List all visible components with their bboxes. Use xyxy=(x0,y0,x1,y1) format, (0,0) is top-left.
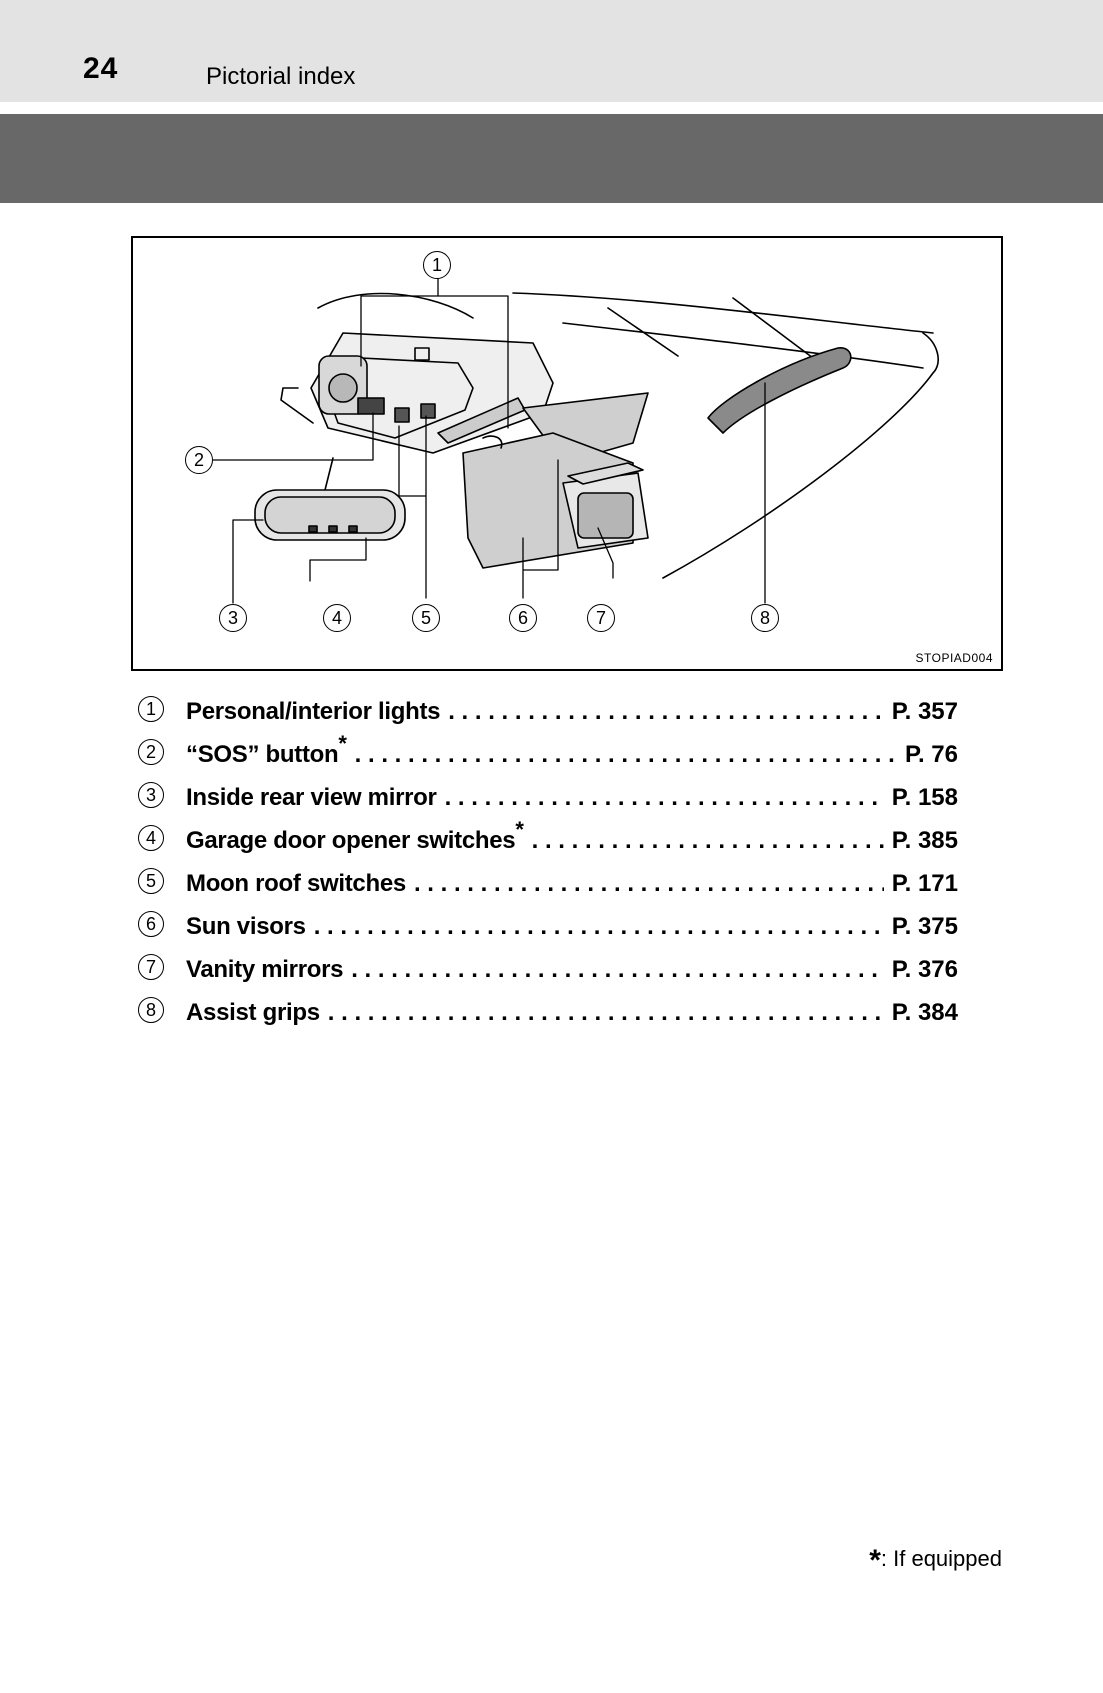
dot-leader xyxy=(351,956,884,984)
callout-8: 8 xyxy=(751,604,779,632)
page-number: 24 xyxy=(83,52,119,85)
item-number: 4 xyxy=(138,824,164,851)
item-number: 8 xyxy=(138,996,164,1023)
item-label: Garage door opener switches* xyxy=(186,818,524,855)
garage-switch-shape xyxy=(328,525,338,533)
item-label: “SOS” button* xyxy=(186,732,347,769)
item-number: 7 xyxy=(138,953,164,980)
item-label-text: “SOS” button xyxy=(186,740,339,768)
light-lens xyxy=(328,373,358,403)
garage-switch-shape xyxy=(348,525,358,533)
item-label: Moon roof switches xyxy=(186,870,406,898)
callout-6: 6 xyxy=(509,604,537,632)
page-reference-link[interactable]: P. 385 xyxy=(891,826,958,854)
dot-leader xyxy=(445,784,884,812)
item-label-text: Inside rear view mirror xyxy=(186,783,437,811)
page-reference-link[interactable]: P. 375 xyxy=(891,912,958,940)
mirror-glass xyxy=(264,496,396,534)
item-number: 6 xyxy=(138,910,164,937)
console-icon xyxy=(414,347,430,361)
callout-3: 3 xyxy=(219,604,247,632)
item-label-text: Vanity mirrors xyxy=(186,955,344,983)
item-label-text: Personal/interior lights xyxy=(186,697,441,725)
footnote: *: If equipped xyxy=(869,1540,1002,1577)
callout-label: 1 xyxy=(431,254,442,275)
title-bar xyxy=(0,114,1103,203)
item-number: 1 xyxy=(138,695,164,722)
illustration-drawing xyxy=(212,275,939,604)
list-item: 4 Garage door opener switches* P. 385 xyxy=(138,818,958,862)
page-reference-link[interactable]: P. 171 xyxy=(891,869,958,897)
callout-label: 7 xyxy=(595,607,606,628)
list-item: 2 “SOS” button* P. 76 xyxy=(138,732,958,776)
item-label: Assist grips xyxy=(186,999,320,1027)
visor-hinge xyxy=(482,435,503,449)
moon-roof-switch-shape xyxy=(420,403,436,419)
headliner-edge xyxy=(662,332,939,579)
callout-4: 4 xyxy=(323,604,351,632)
figure-code: STOPIAD004 xyxy=(915,651,993,665)
list-item: 8 Assist grips P. 384 xyxy=(138,991,958,1034)
list-item: 1 Personal/interior lights P. 357 xyxy=(138,690,958,733)
moon-roof-switch-shape xyxy=(394,407,410,423)
dot-leader xyxy=(314,913,884,941)
callout-1: 1 xyxy=(423,251,451,279)
overhead-console-illustration: 1 2 3 4 5 6 7 8 STOPIAD004 xyxy=(131,236,1003,671)
item-label: Personal/interior lights xyxy=(186,698,440,726)
leader-lines xyxy=(212,275,766,604)
sos-button-shape xyxy=(357,397,385,415)
item-label: Vanity mirrors xyxy=(186,955,344,984)
ceiling-line xyxy=(512,292,934,334)
callout-label: 2 xyxy=(193,449,204,470)
item-label-text: Moon roof switches xyxy=(186,869,406,897)
footnote-asterisk: * xyxy=(869,1544,881,1577)
item-label: Sun visors xyxy=(186,913,306,941)
callout-label: 5 xyxy=(420,607,431,628)
dot-leader xyxy=(328,999,884,1027)
dot-leader xyxy=(448,698,884,726)
footnote-text: : If equipped xyxy=(880,1546,1002,1571)
vanity-cover xyxy=(567,462,644,485)
console-bracket xyxy=(280,387,314,424)
ceiling-line xyxy=(732,297,814,359)
item-label-text: Assist grips xyxy=(186,998,320,1026)
dot-leader xyxy=(355,741,897,769)
callout-7: 7 xyxy=(587,604,615,632)
ceiling-line xyxy=(607,307,679,357)
header-band: 24 Pictorial index xyxy=(0,0,1103,102)
callout-5: 5 xyxy=(412,604,440,632)
page-reference-link[interactable]: P. 376 xyxy=(891,955,958,983)
list-item: 5 Moon roof switches P. 171 xyxy=(138,862,958,905)
ceiling-line xyxy=(317,292,474,319)
assist-grip xyxy=(707,347,852,434)
page-reference-link[interactable]: P. 384 xyxy=(891,998,958,1026)
item-number: 2 xyxy=(138,738,164,765)
item-label-text: Sun visors xyxy=(186,912,306,940)
list-item: 3 Inside rear view mirror P. 158 xyxy=(138,776,958,819)
garage-switch-shape xyxy=(308,525,318,533)
asterisk: * xyxy=(338,730,347,756)
item-label: Inside rear view mirror xyxy=(186,784,437,812)
ceiling-line xyxy=(562,322,924,369)
section-title: Pictorial index xyxy=(206,63,356,90)
callout-label: 3 xyxy=(227,607,238,628)
callout-label: 4 xyxy=(331,607,342,628)
list-item: 7 Vanity mirrors P. 376 xyxy=(138,948,958,991)
list-item: 6 Sun visors P. 375 xyxy=(138,905,958,948)
page-reference-link[interactable]: P. 158 xyxy=(891,783,958,811)
pictorial-index-list: 1 Personal/interior lights P. 357 2 “SOS… xyxy=(138,690,958,1034)
dot-leader xyxy=(414,870,884,898)
item-label-text: Garage door opener switches xyxy=(186,826,516,854)
page-reference-link[interactable]: P. 357 xyxy=(891,697,958,725)
item-number: 5 xyxy=(138,867,164,894)
page-reference-link[interactable]: P. 76 xyxy=(905,740,958,768)
item-number: 3 xyxy=(138,781,164,808)
callout-label: 6 xyxy=(517,607,528,628)
callout-label: 8 xyxy=(759,607,770,628)
callout-2: 2 xyxy=(185,446,213,474)
asterisk: * xyxy=(515,816,524,842)
dot-leader xyxy=(532,827,884,855)
vanity-mirror xyxy=(577,492,634,539)
